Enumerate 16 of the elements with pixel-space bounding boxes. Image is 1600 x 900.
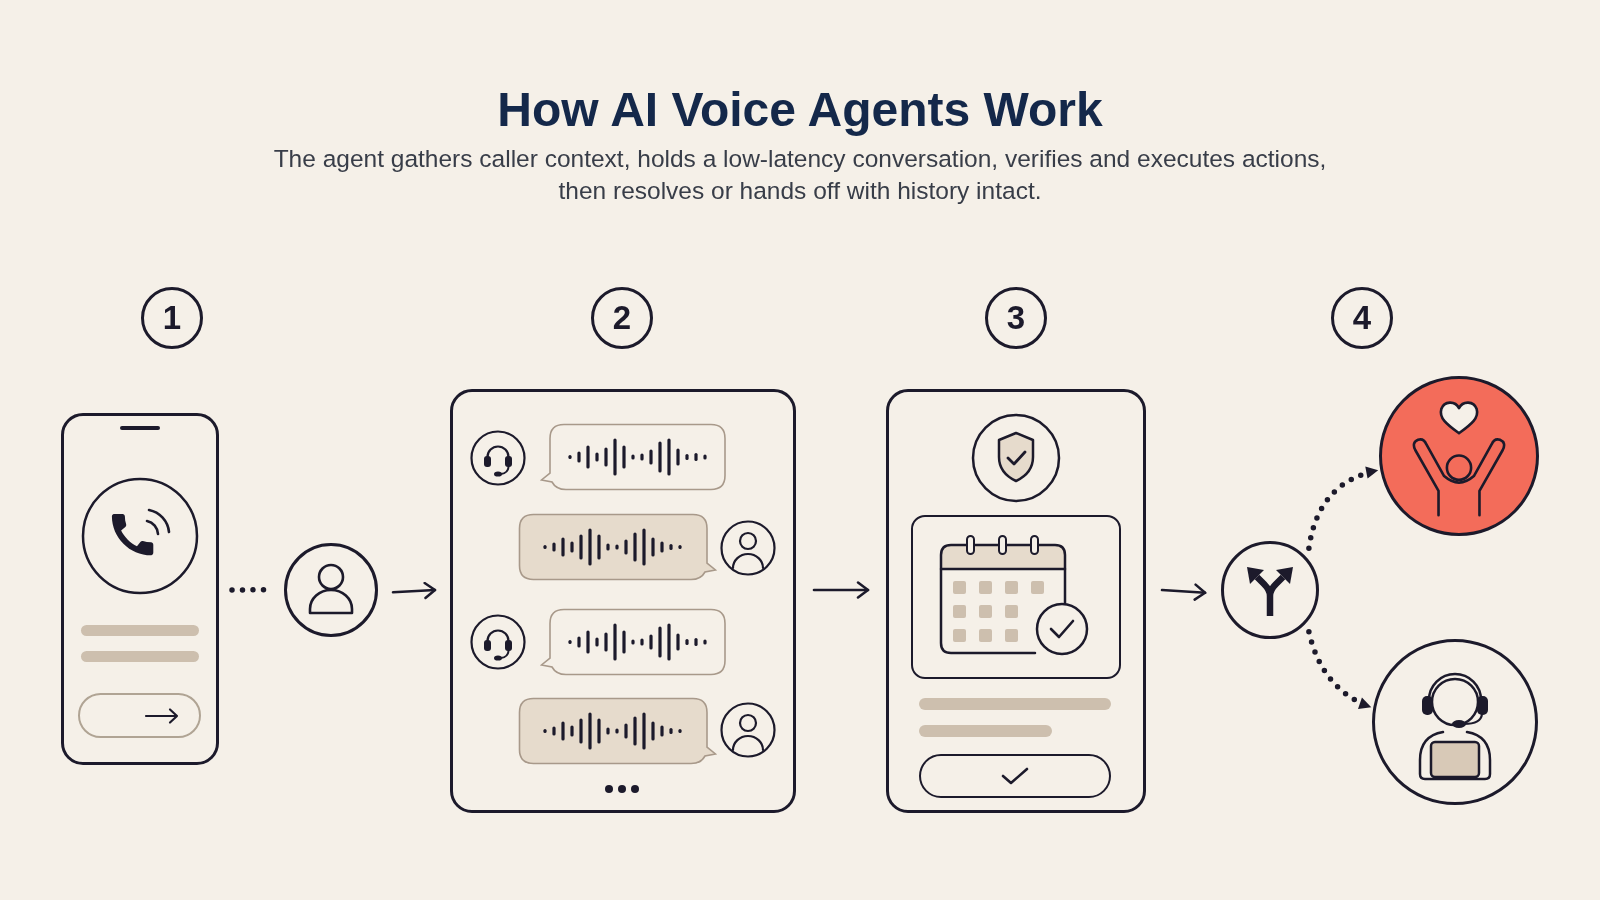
avatar-circle xyxy=(284,543,378,637)
step-number: 3 xyxy=(985,287,1047,349)
dotted-arrow xyxy=(1306,467,1381,552)
agent-circle xyxy=(1372,639,1538,805)
step-number: 4 xyxy=(1331,287,1393,349)
step-number: 2 xyxy=(591,287,653,349)
arrow xyxy=(391,581,437,600)
subtitle: The agent gathers caller context, holds a low-latency conversation, verifies and executes actions, then resolves or hands off with history intact. xyxy=(272,144,1328,206)
card-panel xyxy=(886,389,1146,813)
arrow xyxy=(812,581,870,599)
phone-frame xyxy=(61,413,219,765)
arrow xyxy=(1160,583,1207,601)
title: How AI Voice Agents Work xyxy=(497,84,1103,136)
fork-circle xyxy=(1221,541,1319,639)
step-number: 1 xyxy=(141,287,203,349)
chat-panel xyxy=(450,389,796,813)
